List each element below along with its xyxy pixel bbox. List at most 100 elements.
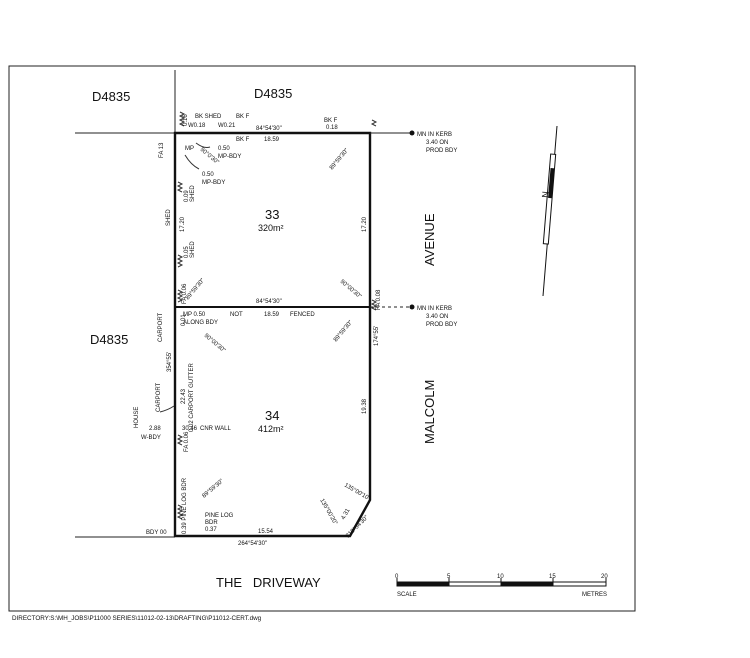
annotation-dist-288: 2.88: [149, 426, 161, 432]
annotation-angle-tr: 89°59'30": [329, 148, 350, 172]
annotation-bkf-2: BK F: [236, 137, 250, 143]
annotation-fa-3: FA 0.08: [376, 289, 382, 310]
annotation-shed-label: SHED: [166, 209, 172, 226]
street-name-malcolm: MALCOLM: [422, 380, 437, 444]
annotation-bdy00: BDY 00: [146, 530, 167, 536]
annotation-carport-2: CARPORT: [156, 382, 162, 412]
annotation-shed-1: SHED: [190, 185, 196, 202]
annotation-mp-dist: 0.50: [218, 146, 230, 152]
annotation-dist-037: 0.37: [205, 527, 217, 533]
annotation-kerb-2c: PROD BDY: [426, 322, 457, 328]
house-leader: [159, 405, 175, 413]
annotation-sw-bearing: 219°54'30": [345, 515, 370, 540]
directory-path: DIRECTORY:S:\MH_JOBS\P11000 SERIES\11012…: [12, 615, 262, 622]
annotation-kerb-1c: PROD BDY: [426, 148, 457, 154]
annotation-mp-bdy: MP-BDY: [218, 154, 241, 160]
annotation-w-bdy: W-BDY: [141, 435, 161, 441]
annotation-top-bearing: 84°54'30": [256, 126, 282, 132]
annotation-carport: CARPORT: [158, 312, 164, 342]
annotation-mid-bearing: 84°54'30": [256, 299, 282, 305]
annotation-mp-dist-2: 0.50: [202, 172, 214, 178]
fence-squiggle: [176, 289, 184, 303]
scale-tick-5: 5: [447, 574, 451, 580]
fence-squiggle: [370, 299, 378, 311]
annotation-angle-mr: 90°00'30": [339, 279, 363, 300]
annotation-angle-mr-2: 89°59'30": [333, 320, 354, 344]
annotation-left-bearing: 354°55': [167, 352, 173, 372]
annotation-fa-4: FA 0.06: [184, 431, 190, 452]
lot-boundary: [173, 131, 372, 538]
lot-34-number: 34: [265, 408, 279, 423]
annotation-018: 0.18: [326, 125, 338, 131]
annotation-pine-log: PINE LOG: [205, 513, 234, 519]
neighbour-label-n: D4835: [254, 86, 292, 101]
annotation-angle-br-1: 135°00'10": [343, 483, 371, 503]
annotation-kerb-2: MN IN KERB: [417, 306, 452, 312]
scale-label: SCALE: [397, 592, 417, 598]
kerb-mark-1: [409, 130, 415, 136]
annotation-not: NOT: [230, 312, 243, 318]
annotation-bk-shed: BK SHED: [195, 114, 222, 120]
annotation-angle-ml: 89°59'30": [185, 278, 206, 302]
annotation-cnr-dist: 30.46: [182, 426, 198, 432]
scale-tick-20: 20: [601, 574, 608, 580]
mp-leader: [195, 142, 211, 148]
neighbour-label-nw: D4835: [92, 89, 130, 104]
annotation-pine-log-2: 0.39 PINE LOG BDR: [182, 477, 188, 534]
scale-tick-0: 0: [395, 574, 399, 580]
annotation-mp-bdy-2: MP-BDY: [202, 180, 225, 186]
annotation-fa-2: FA 0.06: [182, 283, 188, 304]
kerb-mark-2: [409, 304, 415, 310]
annotation-dist-2243: 22.43: [181, 388, 187, 404]
annotation-house: HOUSE: [134, 407, 140, 428]
neighbour-label-w: D4835: [90, 332, 128, 347]
annotation-dist-1720-left: 17.20: [180, 216, 186, 232]
annotation-angle-ml-2: 90°00'30": [203, 333, 227, 354]
annotation-shed-dist-1: 0.09: [184, 190, 190, 202]
annotation-top-dist: 18.59: [264, 137, 280, 143]
annotation-shed-dist-2: 0.05: [184, 246, 190, 258]
annotation-shed-2: SHED: [190, 241, 196, 258]
north-letter: N: [540, 191, 551, 198]
fence-squiggle: [176, 434, 184, 446]
annotation-dist-431: 4.31: [341, 507, 352, 521]
mp-leader: [184, 154, 200, 170]
lot-33-area: 320m²: [258, 223, 284, 233]
fence-squiggle: [176, 181, 184, 193]
annotation-mp-mid: MP 0.50: [183, 312, 206, 318]
annotation-angle-bl: 89°59'30": [201, 478, 225, 499]
annotation-bkf: BK F: [236, 114, 250, 120]
lot-33-number: 33: [265, 207, 279, 222]
north-arrow-icon: N: [540, 125, 558, 297]
annotation-along-bdy: ALONG BDY: [183, 320, 218, 326]
annotation-fenced: FENCED: [290, 312, 315, 318]
annotation-kerb-2b: 3.40 ON: [426, 314, 448, 320]
annotation-w021: W0.21: [218, 123, 236, 129]
annotation-kerb-1: MN IN KERB: [417, 132, 452, 138]
annotation-angle-br-2: 135°00'20": [318, 498, 338, 526]
annotation-w018: W0.18: [188, 123, 206, 129]
lot-34-area: 412m²: [258, 424, 284, 434]
annotation-bdr: BDR: [205, 520, 218, 526]
annotation-carport-dist: 0.01: [181, 314, 187, 326]
annotation-bkf-ne: BK F: [324, 118, 338, 124]
fence-squiggle: [176, 504, 184, 520]
annotation-carport-gutter: 0.02 CARPORT GUTTER: [189, 363, 195, 432]
annotation-right-bearing: 174°55': [374, 326, 380, 346]
annotation-dist-1938: 19.38: [362, 398, 368, 414]
annotation-cnr-wall: CNR WALL: [200, 426, 231, 432]
annotation-mp: MP: [185, 146, 194, 152]
annotation-bottom-bearing: 264°54'30": [238, 541, 267, 547]
annotation-mid-dist: 18.59: [264, 312, 280, 318]
annotation-fa: FA 13: [159, 142, 165, 158]
annotation-016: 0.16: [183, 114, 189, 126]
scale-tick-15: 15: [549, 574, 556, 580]
annotation-angle-tl: 90°0'30": [199, 147, 220, 166]
scale-units-label: METRES: [582, 592, 607, 598]
street-name-avenue: AVENUE: [422, 213, 437, 266]
street-name-driveway: THE DRIVEWAY: [216, 575, 321, 590]
fence-squiggle: [176, 254, 184, 268]
scale-bar: 0 5 10 15 20 SCALE METRES: [395, 574, 608, 598]
fence-squiggle: [178, 111, 186, 127]
